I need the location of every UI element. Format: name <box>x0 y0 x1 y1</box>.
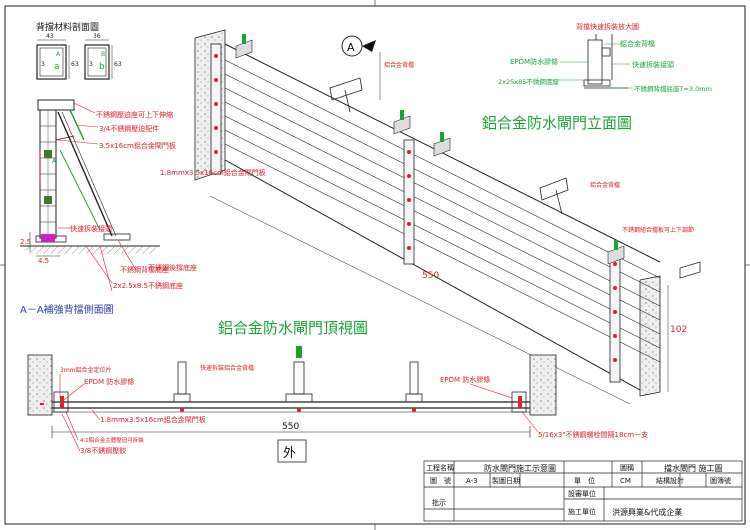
tb-design-unit-label: 設審單位 <box>568 489 596 498</box>
tb-design-label: 結構設計 <box>656 476 684 485</box>
side-label-7: 2x2.5x8.5不銹鋼底座 <box>113 281 183 290</box>
elevation-label-2: 1.8mmx3.5x16cm鋁合金閘門板 <box>160 168 266 177</box>
plan-label-8: 5/16x3"不銹鋼螺栓間隔18cm一支 <box>538 430 648 439</box>
title-block-grid <box>423 460 743 522</box>
elevation-label-3: 鋁合金背檔 <box>590 181 620 189</box>
section-marker-label: A <box>347 41 355 54</box>
detail-leaders <box>548 43 632 89</box>
outside-label: 外 <box>283 446 296 461</box>
plan-label-6: 4.1鋁合金主體壓迫可拆裝 <box>80 436 144 444</box>
plan-title: 鋁合金防水閘門頂視圖 <box>218 319 368 337</box>
elevation-title: 鋁合金防水閘門立面圖 <box>482 114 632 132</box>
plan-leaders <box>59 374 539 452</box>
tb-unit-value: CM <box>620 477 631 485</box>
tb-date-label: 製圖日期 <box>492 476 520 485</box>
plan-label-2: EPDM 防水膠條 <box>84 377 134 386</box>
tb-project-value: 防水閘門施工示意圖 <box>484 463 556 473</box>
detail-title: 背擋快速拆裝放大圖 <box>576 22 639 31</box>
side-label-4: 快速拆裝接頭 <box>70 224 112 233</box>
elevation-label-4: 不銹鋼組合擋板可上下調節 <box>622 226 694 234</box>
profile-b-width: 36 <box>93 33 101 40</box>
profile-b <box>84 39 113 80</box>
tb-no-label: 圖 號 <box>430 476 451 485</box>
side-dim-1: 2.5 <box>20 238 31 246</box>
plan-accents <box>40 346 522 412</box>
elevation-label-1: 鋁合金背檔 <box>384 61 414 69</box>
tb-check-label: 圖簿號 <box>710 476 731 485</box>
plan-dim: 550 <box>282 422 299 432</box>
tb-builder-value: 洪源興業&代成企業 <box>612 507 682 517</box>
tb-unit-label: 單 位 <box>574 476 595 485</box>
elevation-dim-1: 550 <box>422 271 439 281</box>
side-label-2: 3/4不銹鋼壓迫配件 <box>99 124 159 133</box>
plan-label-3: 快速拆裝鋁合金背檔 <box>200 364 254 372</box>
plan-view <box>27 354 557 463</box>
elevation-braces <box>329 77 701 279</box>
detail-label-1: 鋁合金背檔 <box>620 39 655 48</box>
profile-b-height: 63 <box>114 61 122 68</box>
profile-b-inner: 3 <box>89 61 93 68</box>
section-marker <box>341 35 381 100</box>
side-leaders <box>57 102 137 292</box>
profile-a-label: a <box>54 62 60 72</box>
detail-label-3: 快速拆裝接頭 <box>632 60 674 69</box>
side-label-3: 3.5x16cm鋁合金閘門板 <box>99 141 176 150</box>
section-title: 背擋材料剖面圖 <box>36 21 99 33</box>
side-view-title: A－A補強背擋側面圖 <box>20 303 114 316</box>
plan-label-5: 1.8mmx3.5x16cm鋁合金閘門板 <box>100 415 206 424</box>
detail-label-2: EPDM防水膠條 <box>510 57 558 66</box>
profile-b-label: b <box>99 62 105 72</box>
plan-label-4: EPDM 防水膠條 <box>440 375 490 384</box>
tb-approve-label: 批示 <box>432 498 446 507</box>
elevation-dim-2: 102 <box>670 325 687 335</box>
side-label-6: 不銹鋼後撐底座 <box>148 263 197 272</box>
svg-text:A: A <box>52 158 57 165</box>
side-label-1: 不銹鋼壓迫座可上下伸縮 <box>96 110 173 119</box>
elevation-bolts <box>214 54 617 362</box>
tb-project-label: 工程名稱 <box>426 463 454 472</box>
profile-a-tag: A <box>56 51 61 58</box>
side-dim-2: 4.5 <box>38 257 49 265</box>
detail-label-5: 不銹鋼背檔底座T=3.0mm <box>634 84 712 93</box>
elevation-clamps <box>235 39 625 265</box>
profile-a-inner: 3 <box>41 61 45 68</box>
tb-drawing-label: 圖稱 <box>620 463 634 472</box>
clamp-handles <box>242 34 618 250</box>
plan-label-1: 3mm鋁合金定位片 <box>60 366 112 374</box>
tb-drawing-value: 擋水閘門 施工圖 <box>664 463 723 473</box>
profile-b-tag: B <box>101 51 105 58</box>
profile-a <box>36 39 70 80</box>
detail-label-4: 2x25x85不銹鋼底座 <box>498 77 559 86</box>
tb-builder-label: 施工單位 <box>568 507 596 516</box>
tb-no-value: A-3 <box>466 477 478 485</box>
side-label-5: 不銹鋼背檔底座 <box>120 265 169 274</box>
detail-view <box>583 34 628 89</box>
profile-a-height: 63 <box>71 61 79 68</box>
profile-a-width: 43 <box>46 33 54 40</box>
plan-label-7: 3/8不銹鋼壓鉸 <box>80 446 126 455</box>
